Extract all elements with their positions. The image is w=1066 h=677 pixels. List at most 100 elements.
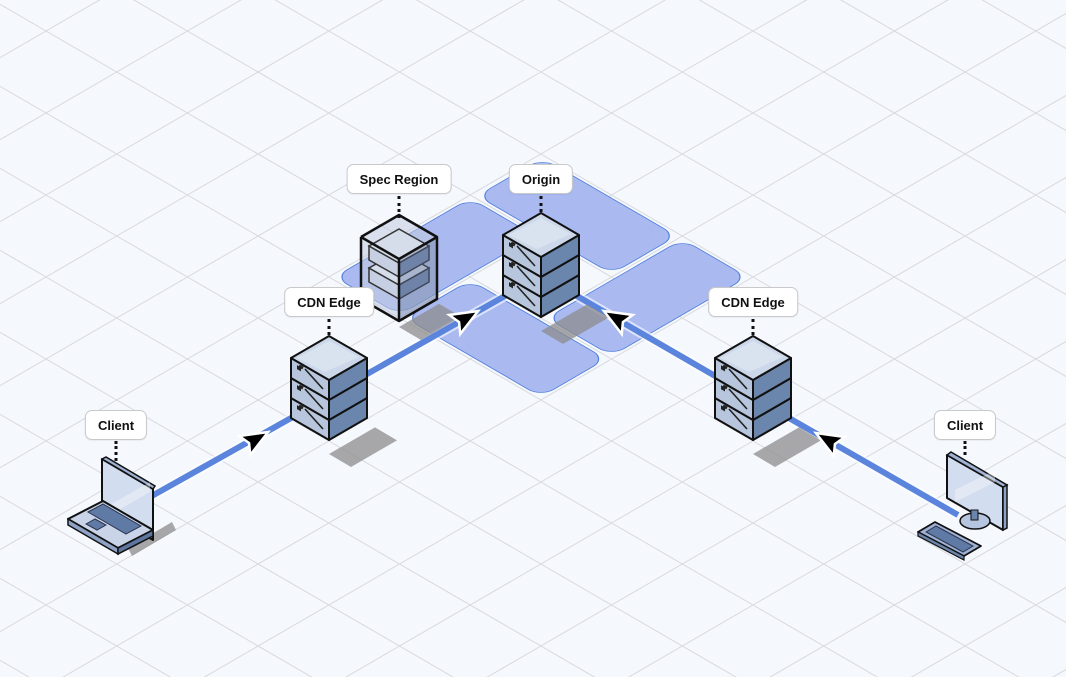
grid-line xyxy=(698,0,1066,214)
screen-glare xyxy=(955,470,995,502)
client-left-label[interactable]: Client xyxy=(84,410,148,440)
cdn-edge-right-server-icon[interactable] xyxy=(714,335,792,441)
drive-led-icon xyxy=(721,405,725,412)
grid-line xyxy=(0,0,808,469)
grid-line xyxy=(0,0,242,141)
arrow-to-origin-right-icon-head xyxy=(601,309,637,338)
grid-line xyxy=(839,0,1066,132)
trackpad xyxy=(84,518,108,531)
vent-line xyxy=(728,408,748,430)
drive-led-icon xyxy=(722,364,728,370)
spec-region-label[interactable]: Spec Region xyxy=(346,164,452,194)
spec-region-leader xyxy=(397,196,401,218)
grid-line xyxy=(0,85,1020,677)
drive-led-icon xyxy=(298,384,304,390)
drop-shadow xyxy=(753,427,821,467)
vent-line xyxy=(304,368,324,390)
grid-line xyxy=(62,94,1066,677)
cdn-edge-left-server-icon-top xyxy=(290,335,368,381)
link-origin-to-cdn-right xyxy=(568,289,724,383)
cdn-edge-right-server-icon-top xyxy=(714,335,792,381)
highlight xyxy=(297,341,359,372)
grid-line xyxy=(0,495,313,677)
arrows-layer xyxy=(235,309,849,460)
laptop-screen-edge xyxy=(100,456,157,491)
drop-shadow xyxy=(541,304,609,344)
drive-led-icon xyxy=(509,242,513,249)
vent-line xyxy=(728,388,748,410)
drive-led-icon xyxy=(722,404,728,410)
grid-line xyxy=(0,0,384,223)
cdn-edge-right-leader xyxy=(751,319,755,335)
drive-led-icon xyxy=(509,262,513,269)
drive-led-icon xyxy=(509,282,513,289)
client-right-label[interactable]: Client xyxy=(933,410,997,440)
arrow-to-cdn-right-icon-head xyxy=(813,431,849,460)
drive-led-icon xyxy=(297,385,301,392)
drive-led-icon xyxy=(721,365,725,372)
keyboard xyxy=(86,503,143,535)
grid-line xyxy=(769,504,1066,677)
keyboard-front xyxy=(917,531,965,561)
vent-line xyxy=(516,245,536,267)
vent-line xyxy=(304,408,324,430)
grid-line xyxy=(627,422,1066,677)
monitor-edge xyxy=(1002,483,1008,532)
link-cdn-left-to-origin xyxy=(358,289,514,381)
drive-led-icon xyxy=(298,404,304,410)
drop-shadow xyxy=(399,303,461,340)
grid-line xyxy=(0,249,737,677)
screen-glare xyxy=(110,482,150,515)
cdn-edge-right-label[interactable]: CDN Edge xyxy=(708,287,798,317)
links-layer xyxy=(147,287,961,520)
cdn-edge-left-label[interactable]: CDN Edge xyxy=(284,287,374,317)
grid-line xyxy=(557,0,1066,296)
vent-line xyxy=(728,368,748,390)
drive-led-icon xyxy=(510,241,516,247)
drive-led-icon xyxy=(297,405,301,412)
origin-leader xyxy=(539,196,543,212)
spec-region-container-icon[interactable] xyxy=(359,213,439,323)
laptop-base-side xyxy=(117,528,154,556)
region-tile[interactable] xyxy=(547,239,748,355)
grid-line xyxy=(345,258,1066,677)
vent-line xyxy=(516,285,536,307)
origin-label[interactable]: Origin xyxy=(508,164,574,194)
drive-led-icon xyxy=(510,261,516,267)
drive-led-icon xyxy=(722,384,728,390)
grid-line xyxy=(0,0,525,305)
grid-line xyxy=(203,176,1066,677)
laptop-icon[interactable] xyxy=(67,456,176,556)
highlight xyxy=(721,341,783,372)
vent-line xyxy=(304,388,324,410)
drive-led-icon xyxy=(721,385,725,392)
arrow-to-origin-left-icon-head xyxy=(445,309,481,338)
arrow-to-cdn-left-icon-head xyxy=(235,430,271,459)
vent-line xyxy=(516,265,536,287)
desktop-icon[interactable] xyxy=(917,451,1009,561)
highlight xyxy=(509,218,571,249)
nodes-layer xyxy=(67,212,1009,561)
grid-line xyxy=(0,331,596,677)
drive-led-icon xyxy=(297,365,301,372)
drop-shadow xyxy=(329,427,397,467)
container-glass-side xyxy=(399,237,437,321)
monitor-top-edge xyxy=(945,451,1009,488)
drive-led-icon xyxy=(298,364,304,370)
link-cdn-right-to-client-right xyxy=(780,411,960,518)
grid-line xyxy=(415,0,1066,378)
client-right-leader xyxy=(963,441,967,455)
grid-line xyxy=(486,340,1066,677)
arrow-to-cdn-left-icon xyxy=(235,430,271,459)
origin-server-icon-top xyxy=(502,212,580,258)
arrow-to-origin-right-icon xyxy=(601,309,637,338)
arrow-to-cdn-right-icon xyxy=(813,431,849,460)
monitor-stand-neck xyxy=(970,509,979,521)
cdn-edge-left-leader xyxy=(327,319,331,335)
origin-server-icon[interactable] xyxy=(502,212,580,318)
grid-line xyxy=(0,167,879,677)
client-left-leader xyxy=(114,441,118,461)
grid-line xyxy=(0,413,454,677)
grid-line xyxy=(0,0,667,387)
cdn-edge-left-server-icon[interactable] xyxy=(290,335,368,441)
